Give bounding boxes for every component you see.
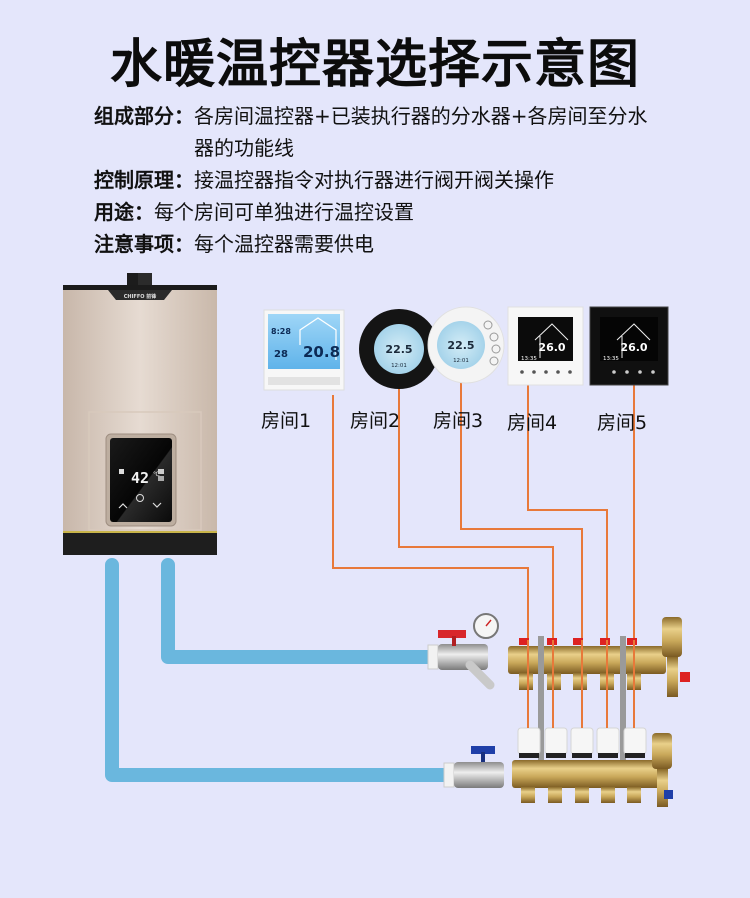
ball-valve-return: [454, 762, 504, 788]
house-outline-icon: [299, 317, 337, 360]
blue-valve-handle[interactable]: [471, 746, 495, 754]
info-key: 用途：: [94, 200, 154, 224]
thermostat-room1[interactable]: 8:28 28 20.8: [263, 309, 345, 391]
thermostat-temp: 22.5: [385, 343, 412, 356]
thermostat-minus-button[interactable]: [489, 356, 499, 366]
air-vent: [662, 617, 682, 657]
info-row-usage: 用途： 每个房间可单独进行温控设置: [94, 196, 664, 228]
thermostat-time: 8:28: [271, 327, 291, 336]
manifold-brackets: [538, 636, 626, 786]
boiler-chimney: [138, 273, 152, 287]
boiler-up-icon[interactable]: [118, 503, 128, 509]
boiler-display-unit: ℃: [153, 471, 160, 478]
supply-pipe: [161, 558, 437, 664]
boiler-screen: [110, 438, 172, 522]
info-key: 注意事项：: [94, 232, 194, 256]
info-key: 组成部分：: [94, 104, 194, 128]
y-strainer: [465, 660, 495, 690]
thermostat-room3[interactable]: 22.5 12:01: [427, 306, 505, 384]
page-title: 水暖温控器选择示意图: [109, 35, 640, 95]
ball-valve-supply: [438, 644, 488, 670]
blue-drain-handle: [664, 790, 673, 799]
actuator-rings: [519, 753, 645, 758]
house-outline-icon: [534, 323, 569, 358]
air-vent: [652, 733, 672, 769]
supply-manifold: [427, 613, 690, 697]
return-pipe: [105, 558, 452, 782]
info-key: 控制原理：: [94, 168, 194, 192]
thermostat-room4[interactable]: 26.0 13:35: [507, 306, 584, 386]
thermostat-lcd: [518, 317, 573, 361]
wire-room3: [460, 372, 583, 730]
boiler-top-band: [63, 285, 217, 290]
boiler-display-temp: 42: [131, 469, 149, 487]
room-label-1: 房间1: [261, 410, 312, 432]
actuators: [517, 727, 647, 755]
room-label-2: 房间2: [350, 410, 401, 432]
thermostat-time: 13:35: [603, 356, 619, 362]
info-value: 接温控器指令对执行器进行阀开阀关操作: [194, 168, 554, 192]
thermostat-lcd: [268, 314, 340, 369]
house-outline-icon: [616, 323, 651, 358]
boiler-status-icon: [119, 469, 124, 474]
boiler-status-icon: [158, 476, 164, 481]
thermostat-lcd: [374, 324, 424, 374]
thermostat-time: 12:01: [453, 358, 469, 364]
boiler-panel: [88, 411, 202, 531]
thermostat-time: 13:35: [521, 356, 537, 362]
boiler-chimney: [127, 273, 141, 287]
thermostat-touch-buttons[interactable]: [520, 370, 572, 374]
thermostat-up-button[interactable]: [489, 332, 499, 342]
wire-room4: [527, 383, 608, 730]
thermostat-room5[interactable]: 26.0 13:35: [589, 306, 669, 386]
drain-valve: [657, 769, 668, 807]
red-valve-handle[interactable]: [438, 630, 466, 638]
boiler: CHIFFO 前锋 42 ℃: [63, 273, 217, 555]
boiler-bottom-trim: [63, 531, 217, 534]
drain-valve: [667, 657, 678, 697]
thermostat-temp: 26.0: [538, 341, 565, 354]
manifold-bar: [508, 646, 666, 674]
info-row-notes: 注意事项： 每个温控器需要供电: [94, 228, 664, 260]
boiler-logo-plate: [108, 290, 172, 300]
info-row-composition: 组成部分： 各房间温控器+已装执行器的分水器+各房间至分水器的功能线: [94, 100, 664, 164]
red-caps: [519, 638, 637, 645]
thermostat-temp: 20.8: [303, 343, 340, 361]
boiler-power-icon[interactable]: [136, 494, 144, 502]
thermostat-menu-button[interactable]: [483, 320, 493, 330]
thermostat-plus-button[interactable]: [491, 344, 501, 354]
pipe-coupling: [443, 762, 455, 788]
thermostat-lcd: [437, 321, 485, 369]
wire-room1: [332, 395, 529, 730]
info-row-principle: 控制原理： 接温控器指令对执行器进行阀开阀关操作: [94, 164, 664, 196]
thermostat-button-bar: [268, 377, 340, 385]
info-value: 每个温控器需要供电: [194, 232, 374, 256]
thermostat-touch-buttons[interactable]: [612, 370, 655, 374]
room-label-5: 房间5: [597, 412, 648, 434]
boiler-status-icon: [158, 469, 164, 474]
red-drain-handle: [680, 672, 690, 682]
thermostat-temp: 26.0: [620, 341, 647, 354]
boiler-brand: CHIFFO 前锋: [124, 293, 158, 300]
thermostat-temp: 22.5: [447, 339, 474, 352]
boiler-down-icon[interactable]: [152, 502, 162, 508]
manifold-outlets: [521, 787, 641, 803]
thermostat-set-temp: 28: [274, 349, 288, 360]
info-value: 各房间温控器+已装执行器的分水器+各房间至分水器的功能线: [194, 104, 648, 160]
info-value: 每个房间可单独进行温控设置: [154, 200, 414, 224]
boiler-base: [63, 533, 217, 555]
return-manifold: [443, 727, 673, 807]
room-label-4: 房间4: [507, 412, 558, 434]
manifold-bar: [512, 760, 662, 788]
thermostat-time: 12:01: [391, 363, 407, 369]
thermostat-room2[interactable]: 22.5 12:01: [359, 309, 439, 389]
water-pipes: [105, 558, 452, 782]
room-label-3: 房间3: [433, 410, 484, 432]
pipe-coupling: [427, 644, 439, 670]
info-list: 组成部分： 各房间温控器+已装执行器的分水器+各房间至分水器的功能线 控制原理：…: [94, 100, 664, 260]
